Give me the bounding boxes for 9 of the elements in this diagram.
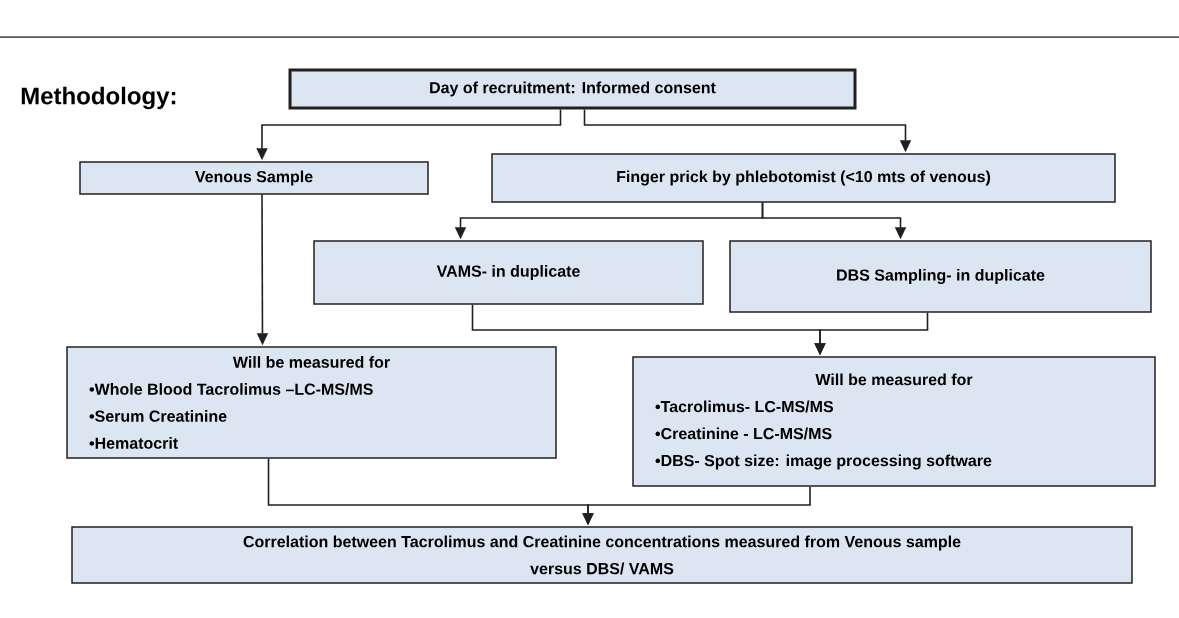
process-box: DBS Sampling- in duplicate: [729, 240, 1152, 313]
process-box: Will be measured for •Tacrolimus- LC-MS/MS •Creatinine - LC-MS/MS •DBS- Spot size: image processing software: [632, 356, 1156, 487]
process-box: Day of recruitment: Informed consent: [288, 68, 857, 110]
process-box: VAMS- in duplicate: [313, 240, 704, 305]
process-box: Will be measured for •Whole Blood Tacrolimus –LC-MS/MS •Serum Creatinine •Hematocrit: [66, 346, 557, 459]
heading: Methodology:: [21, 86, 176, 110]
process-box: Venous Sample: [79, 161, 429, 195]
process-box: Finger prick by phlebotomist (<10 mts of venous): [491, 153, 1116, 203]
process-box: Correlation between Tacrolimus and Creatinine concentrations measured from Venous sample versus DBS/ VAMS: [71, 526, 1133, 584]
